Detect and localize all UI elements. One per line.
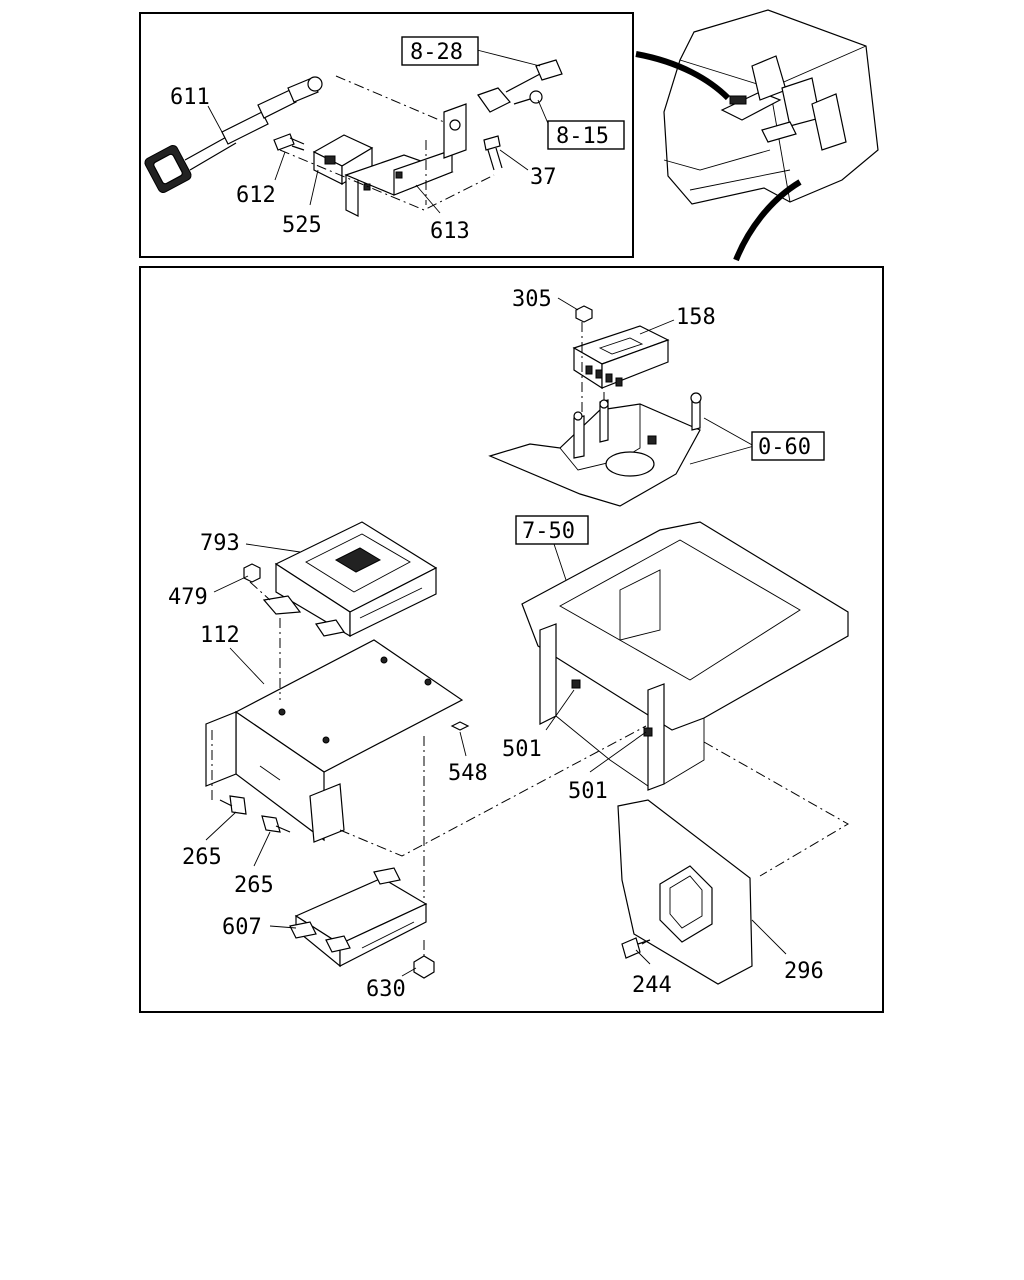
leader-612 <box>274 151 286 181</box>
callout-wedge-bottom <box>733 179 802 262</box>
leader-630 <box>401 967 417 977</box>
leader-158 <box>639 319 675 335</box>
callout-548: 548 <box>448 761 488 786</box>
part-611-sensor <box>144 76 323 193</box>
part-305-nut <box>575 305 593 323</box>
part-630-nut <box>413 955 435 979</box>
ref-0-60: 0-60 <box>758 435 811 460</box>
callout-296: 296 <box>784 959 824 984</box>
leader-548 <box>459 731 467 757</box>
leader-611 <box>207 105 223 133</box>
callout-607: 607 <box>222 915 262 940</box>
ref-8-15: 8-15 <box>556 124 609 149</box>
leader-479 <box>213 575 249 593</box>
leader-7-50 <box>553 543 567 581</box>
callout-244: 244 <box>632 973 672 998</box>
callout-501-a: 501 <box>502 737 542 762</box>
callout-265-a: 265 <box>182 845 222 870</box>
part-7-50-frame <box>521 521 849 791</box>
ref-8-28: 8-28 <box>410 40 463 65</box>
inset-frame-top <box>139 12 634 258</box>
leader-265-a <box>205 811 237 841</box>
leader-0-60 <box>689 417 755 465</box>
dash-line <box>279 149 495 211</box>
leader-244 <box>635 949 651 965</box>
leader-37 <box>499 149 529 171</box>
leader-793 <box>245 543 301 553</box>
dash-line <box>703 741 849 877</box>
callout-525: 525 <box>282 213 322 238</box>
callout-630: 630 <box>366 977 406 1002</box>
part-37-bolt <box>483 135 503 171</box>
callout-305: 305 <box>512 287 552 312</box>
part-548-bolt <box>450 721 470 731</box>
dash-line <box>339 725 647 857</box>
callout-158: 158 <box>676 305 716 330</box>
dash-line <box>335 75 445 123</box>
leader-607 <box>269 925 297 929</box>
leader-501-b <box>589 731 647 773</box>
leader-8-28 <box>476 49 541 67</box>
cab-overview <box>663 9 879 205</box>
leader-265-b <box>253 831 271 867</box>
part-793-unit <box>262 521 438 638</box>
part-265-bolt-2 <box>261 815 291 833</box>
callout-611: 611 <box>170 85 210 110</box>
callout-793: 793 <box>200 531 240 556</box>
part-607-unit <box>289 867 428 968</box>
callout-112: 112 <box>200 623 240 648</box>
dash-line <box>249 581 271 601</box>
callout-wedge-top <box>635 51 731 101</box>
part-connector-plate <box>443 59 563 159</box>
part-158-controller <box>572 325 670 390</box>
leader-112 <box>229 647 265 685</box>
leader-525 <box>309 169 319 206</box>
callout-613: 613 <box>430 219 470 244</box>
ref-box-8-15 <box>547 120 625 150</box>
leader-501-a <box>545 689 575 731</box>
callout-265-b: 265 <box>234 873 274 898</box>
callout-479: 479 <box>168 585 208 610</box>
ref-7-50: 7-50 <box>522 519 575 544</box>
part-265-bolt <box>219 795 247 815</box>
callout-501-b: 501 <box>568 779 608 804</box>
part-244-bolt <box>621 937 651 959</box>
leader-613 <box>415 184 441 214</box>
leader-296 <box>751 919 787 955</box>
leader-305 <box>557 297 579 311</box>
callout-612: 612 <box>236 183 276 208</box>
ref-box-8-28 <box>401 36 479 66</box>
ref-box-7-50 <box>515 515 589 545</box>
part-console-base <box>488 392 702 507</box>
main-frame <box>139 266 884 1013</box>
part-296-cover <box>617 799 753 985</box>
part-479-nut <box>243 563 261 583</box>
ref-box-0-60 <box>751 431 825 461</box>
part-612-bolt <box>273 133 305 151</box>
part-112-bracket <box>205 639 464 843</box>
callout-37: 37 <box>530 165 557 190</box>
